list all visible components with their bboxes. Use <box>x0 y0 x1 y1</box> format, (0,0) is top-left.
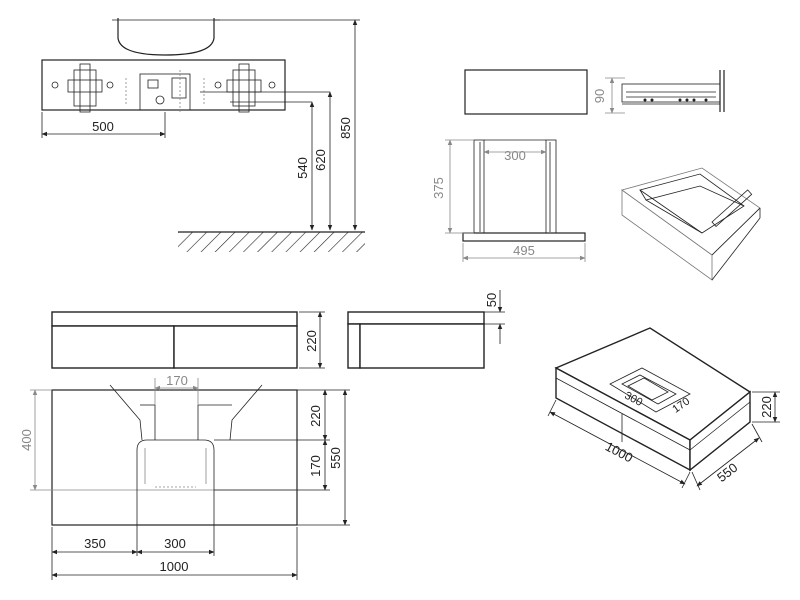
drawer-front-view <box>464 69 588 115</box>
iso-basin <box>609 367 691 413</box>
dim-400: 400 <box>19 429 34 451</box>
cabinet-front-view: 220 <box>51 311 325 369</box>
basin-bowl-outline <box>117 18 215 56</box>
wall-elevation-view: 500 540 620 850 <box>41 18 365 252</box>
drawer-rail-view: 90 <box>592 70 725 114</box>
dim-495: 495 <box>513 243 535 258</box>
cabinet-side-view: 50 <box>347 290 505 369</box>
floor-hatch <box>178 232 365 252</box>
dim-1000-iso: 1000 <box>603 439 636 466</box>
dim-500: 500 <box>92 119 114 134</box>
dim-300-plan: 300 <box>164 536 186 551</box>
dim-550-iso: 550 <box>714 460 740 485</box>
mounting-bracket-left <box>51 63 114 113</box>
plan-outline <box>51 389 298 526</box>
drawer-isometric-view <box>621 167 761 281</box>
dim-90: 90 <box>592 89 607 103</box>
dim-540: 540 <box>295 157 310 179</box>
dim-1000-plan: 1000 <box>160 559 189 574</box>
dim-375: 375 <box>431 177 446 199</box>
drawer-frame-view: 300 375 495 <box>431 139 586 262</box>
dim-50: 50 <box>484 293 499 307</box>
dim-220-front: 220 <box>304 330 319 352</box>
dim-170-plan: 170 <box>308 455 323 477</box>
dim-220-iso: 220 <box>759 396 774 418</box>
dim-350: 350 <box>84 536 106 551</box>
dim-170-top: 170 <box>166 373 188 388</box>
dim-300-drawer: 300 <box>504 148 526 163</box>
dim-850: 850 <box>338 117 353 139</box>
plan-view: 400 170 220 170 550 <box>19 373 350 580</box>
mounting-bracket-right <box>214 63 276 113</box>
dim-220-plan: 220 <box>308 405 323 427</box>
dim-620: 620 <box>313 149 328 171</box>
basin-opening <box>109 384 263 490</box>
cabinet-isometric-view: 300 170 220 1000 550 <box>547 327 780 491</box>
dim-550-plan: 550 <box>328 447 343 469</box>
drain-box <box>125 70 205 112</box>
